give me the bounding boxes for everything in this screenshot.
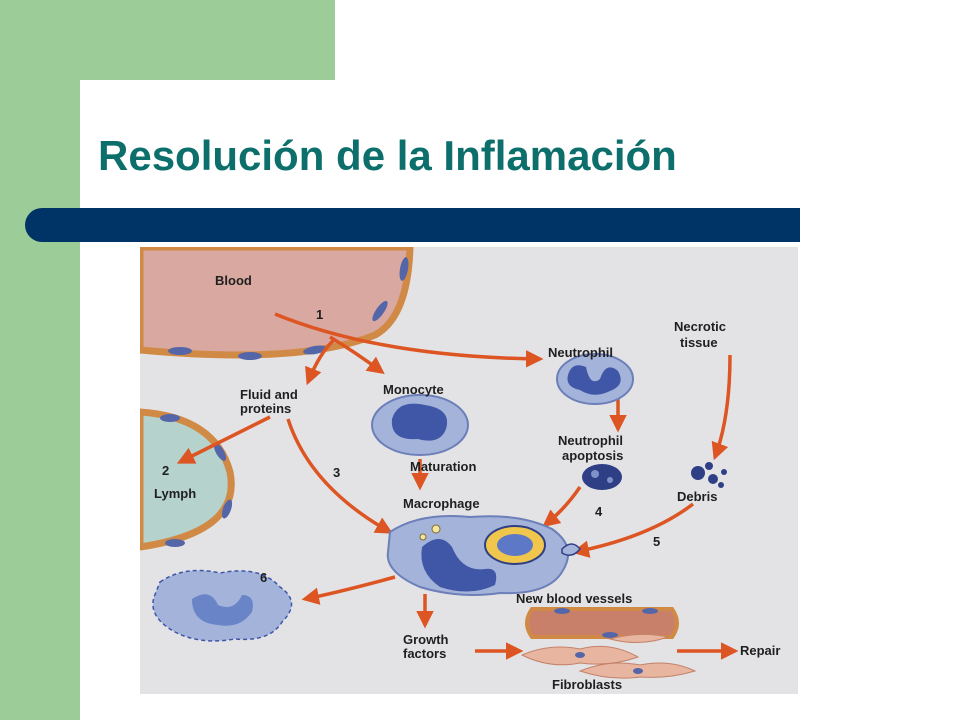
content-corner — [80, 80, 140, 140]
label-step-6: 6 — [260, 570, 267, 585]
label-monocyte: Monocyte — [383, 382, 444, 397]
label-factors: factors — [403, 646, 446, 661]
label-neutrophil: Neutrophil — [548, 345, 613, 360]
lymph-vessel — [140, 408, 235, 551]
label-debris: Debris — [677, 489, 717, 504]
label-repair: Repair — [740, 643, 780, 658]
label-fibroblasts: Fibroblasts — [552, 677, 622, 692]
label-macrophage: Macrophage — [403, 496, 480, 511]
label-tissue: tissue — [680, 335, 718, 350]
label-fluid-and: Fluid and — [240, 387, 298, 402]
label-neutrophil-apoptosis-1: Neutrophil — [558, 433, 623, 448]
flow-arrows — [176, 312, 739, 660]
debris-particles — [691, 462, 727, 488]
inflammation-resolution-diagram: Blood 1 Neutrophil Necrotic tissue Fluid… — [140, 247, 798, 694]
fibroblast-cells — [520, 633, 697, 679]
label-maturation: Maturation — [410, 459, 477, 474]
macrophage-cell — [386, 515, 581, 596]
label-growth: Growth — [403, 632, 449, 647]
label-step-3: 3 — [333, 465, 340, 480]
neutrophil-cell — [556, 353, 634, 405]
top-accent-bar — [80, 0, 335, 80]
label-new-blood-vessels: New blood vessels — [516, 591, 632, 606]
slide-title: Resolución de la Inflamación — [98, 132, 677, 179]
label-lymph: Lymph — [154, 486, 196, 501]
label-step-1: 1 — [316, 307, 323, 322]
title-divider-bar — [25, 208, 800, 242]
label-necrotic: Necrotic — [674, 319, 726, 334]
label-step-4: 4 — [595, 504, 603, 519]
dying-cell — [152, 569, 293, 642]
label-step-2: 2 — [162, 463, 169, 478]
monocyte-cell — [371, 394, 469, 456]
label-proteins: proteins — [240, 401, 291, 416]
apoptotic-neutrophil — [582, 464, 622, 490]
left-accent-bar — [0, 0, 80, 720]
label-step-5: 5 — [653, 534, 660, 549]
new-blood-vessel — [525, 607, 679, 639]
label-blood: Blood — [215, 273, 252, 288]
label-neutrophil-apoptosis-2: apoptosis — [562, 448, 623, 463]
